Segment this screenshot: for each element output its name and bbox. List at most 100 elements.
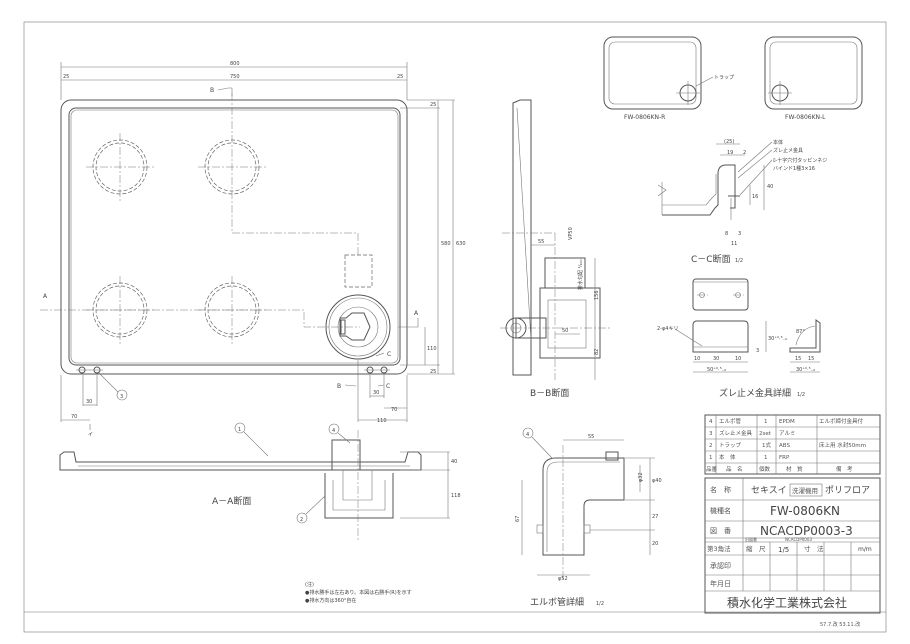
svg-text:4: 4 xyxy=(709,419,713,425)
dim-10b: 10 xyxy=(735,356,741,362)
tray-profile xyxy=(512,99,532,376)
svg-text:本 体: 本 体 xyxy=(719,453,736,461)
plan-view: 800 750 25 25 B xyxy=(40,61,466,438)
dim-750: 750 xyxy=(230,74,240,80)
dim-11: 11 xyxy=(731,241,737,247)
section-bb: 55 VP50 排水勾配 ¹⁄₁₀₀ 156 50 82 B－B断面 xyxy=(500,99,610,399)
section-cc-scale: 1/2 xyxy=(735,258,743,264)
dim-55-elbow: 55 xyxy=(588,434,594,440)
dim-30-right: 30 xyxy=(373,390,379,396)
section-arrow-i: イ xyxy=(88,432,93,438)
dim-40: 40 xyxy=(451,459,457,465)
dim-580: 580 xyxy=(441,241,451,247)
bracket-front-view xyxy=(692,320,749,353)
dim-25-right: 25 xyxy=(397,74,403,80)
scale-value: 1/5 xyxy=(778,546,789,554)
callout-bracket: ズレ止メ金具 xyxy=(773,147,803,154)
section-aa-title: A－A断面 xyxy=(212,495,251,507)
name-brand: セキスイ xyxy=(751,485,787,496)
balloon-1 xyxy=(234,422,246,434)
dim-40-cc: 40 xyxy=(767,184,773,190)
table-header: 品番 品 名 個数 材 質 備 考 xyxy=(706,465,853,473)
section-mark-c-bottom: C xyxy=(386,383,390,390)
name-product: ポリフロア xyxy=(825,485,870,496)
old-drawing-value: NCACDP0003 xyxy=(785,537,812,542)
dim-25: (25) xyxy=(724,139,734,145)
svg-text:1: 1 xyxy=(238,427,241,433)
elbow-top-view xyxy=(339,312,371,341)
tray-outline xyxy=(60,99,408,375)
callout-screw: ﾛ-十字穴付タッピンネジ xyxy=(773,157,827,164)
label-slope: 排水勾配 ¹⁄₁₀₀ xyxy=(577,260,584,290)
parts-table: 4 エルボ管 1 EPDM エルボ締付金具付 3 ズレ止メ金具 2set アルミ… xyxy=(704,414,881,475)
unit-value: m/m xyxy=(858,546,872,553)
elbow-detail-title: エルボ管詳細 xyxy=(530,596,584,608)
dim-3-bracket: 3 xyxy=(756,348,759,354)
svg-text:ズレ止メ金具: ズレ止メ金具 xyxy=(719,429,753,437)
balloon-2 xyxy=(296,512,308,524)
svg-text:個数: 個数 xyxy=(759,465,771,473)
old-drawing-label: 旧図番 xyxy=(745,536,757,542)
dim-50: 50⁺⁰·⁵₋₀ xyxy=(707,367,726,373)
dim-16: 16 xyxy=(752,194,758,200)
dim-19: 19 xyxy=(727,150,733,156)
bracket-side-view xyxy=(789,319,821,353)
drain-pipe-hidden xyxy=(344,254,373,288)
balloon-4-elbow xyxy=(522,427,534,439)
svg-text:備 考: 備 考 xyxy=(836,465,853,473)
scale-label: 縮 尺 xyxy=(746,544,766,553)
table-row: 2 トラップ 1式 ABS 床上用 水封50mm xyxy=(709,441,866,449)
notes: (注) ●排水勝手は左右あり。本図は右勝手(R)を示す ●排水方向は360°自在 xyxy=(305,581,412,604)
date-label: 年月日 xyxy=(710,579,731,588)
revision-note: 57.7.改 53.11.改 xyxy=(820,621,860,628)
dim-110-right: 110 xyxy=(377,418,387,424)
bracket-left xyxy=(76,366,103,374)
notes-heading: (注) xyxy=(305,581,314,588)
variant-r-label: FW-0806KN-R xyxy=(624,114,665,121)
svg-text:トラップ: トラップ xyxy=(719,442,742,449)
tray-inner-rim xyxy=(68,107,401,366)
callout-screw-spec: バインド1種3×16 xyxy=(773,165,815,172)
svg-text:2set: 2set xyxy=(759,431,772,437)
elbow-section xyxy=(331,439,361,471)
trap-section xyxy=(324,473,394,519)
drain-inner xyxy=(337,306,379,348)
approval-label: 承認印 xyxy=(710,561,731,570)
note-1: ●排水勝手は左右あり。本図は右勝手(R)を示す xyxy=(305,589,412,596)
balloon-3 xyxy=(116,389,128,401)
trap-body xyxy=(539,287,601,359)
drawing-label: 図 番 xyxy=(710,527,731,535)
svg-text:エルボ管: エルボ管 xyxy=(719,417,742,425)
dim-phi32: φ32 xyxy=(638,472,644,482)
sheet-border xyxy=(23,21,887,633)
dim-30: 30 xyxy=(713,356,719,362)
angle-87: 87° xyxy=(796,329,805,335)
section-mark-c-top: C xyxy=(387,351,391,358)
table-row: 3 ズレ止メ金具 2set アルミ xyxy=(709,429,795,437)
dim-30-left: 30 xyxy=(86,399,92,405)
svg-text:床上用 水封50mm: 床上用 水封50mm xyxy=(819,441,866,449)
label-vp50: VP50 xyxy=(568,227,574,240)
drawing-value: NCACDP0003-3 xyxy=(760,524,853,538)
svg-text:4: 4 xyxy=(332,428,335,434)
dim-25-left: 25 xyxy=(63,74,69,80)
svg-text:ABS: ABS xyxy=(779,443,790,449)
dim-630: 630 xyxy=(456,241,466,247)
section-cc: (25) 19 2 40 16 8 3 11 本体 ズレ止メ金具 ﾛ-十字穴付タ… xyxy=(657,139,827,265)
elbow-detail: 4 55 φ40 φ32 27 20 67 φ52 エルボ管詳細 1/2 xyxy=(515,427,662,608)
foot-top-right xyxy=(198,93,266,233)
dim-25-bottom: 25 xyxy=(430,369,436,375)
section-mark-a-right: A xyxy=(414,310,419,317)
drain-outer-2 xyxy=(328,297,388,357)
dim-15a: 15 xyxy=(795,356,801,362)
elbow-clamp xyxy=(340,319,346,335)
variant-r: トラップ FW-0806KN-R xyxy=(603,36,734,121)
variant-l-label: FW-0806KN-L xyxy=(785,114,826,121)
svg-text:2: 2 xyxy=(300,517,303,523)
drain-outer xyxy=(325,294,391,360)
dim-8: 8 xyxy=(725,231,728,237)
dim-70-left: 70 xyxy=(71,414,77,420)
dim-20: 20 xyxy=(652,541,658,547)
title-block: 名 称 セキスイ 洗濯機用 ポリフロア 機種名 FW-0806KN 図 番 NC… xyxy=(704,477,881,614)
